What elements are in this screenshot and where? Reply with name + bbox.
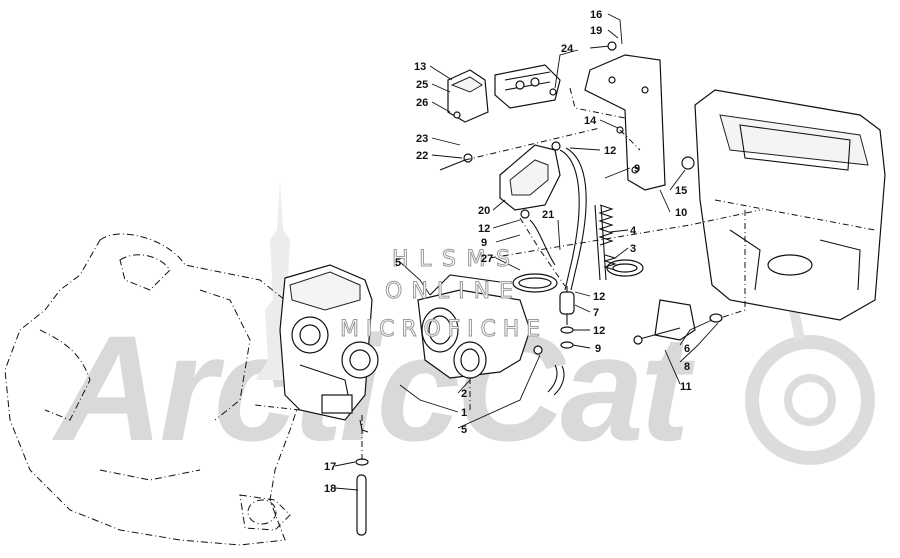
callout-27: 27 bbox=[481, 253, 493, 265]
reference-lines bbox=[254, 87, 761, 462]
air-silencer bbox=[694, 89, 886, 321]
callout-6: 6 bbox=[684, 343, 690, 355]
callout-3: 3 bbox=[630, 243, 636, 255]
fuel-pump bbox=[499, 141, 561, 219]
callout-18: 18 bbox=[324, 483, 336, 495]
coil-module bbox=[447, 69, 489, 123]
drain-tube bbox=[355, 458, 369, 536]
callout-8: 8 bbox=[684, 361, 690, 373]
callout-21: 21 bbox=[542, 209, 554, 221]
callout-25: 25 bbox=[416, 79, 428, 91]
callout-1: 1 bbox=[461, 407, 467, 419]
callout-9a: 9 bbox=[634, 163, 640, 175]
fuel-hoses bbox=[529, 147, 607, 396]
watermark-line3: MICROFICHE bbox=[340, 317, 540, 342]
callout-12c: 12 bbox=[593, 291, 605, 303]
hose-clamps bbox=[512, 259, 644, 293]
callout-4: 4 bbox=[630, 225, 637, 237]
callout-19: 19 bbox=[590, 25, 602, 37]
callout-12a: 12 bbox=[604, 145, 616, 157]
callout-5a: 5 bbox=[395, 257, 401, 269]
callout-5b: 5 bbox=[461, 424, 467, 436]
callout-labels: 16 19 24 13 25 26 14 23 22 12 9 15 10 20… bbox=[324, 9, 692, 495]
callout-15: 15 bbox=[675, 185, 687, 197]
callout-20: 20 bbox=[478, 205, 490, 217]
voltage-regulator bbox=[494, 64, 561, 109]
callout-22: 22 bbox=[416, 150, 428, 162]
callout-12b: 12 bbox=[478, 223, 490, 235]
carburetor-body bbox=[279, 264, 379, 433]
mounting-bracket bbox=[584, 54, 666, 191]
callout-16: 16 bbox=[590, 9, 602, 21]
callout-9b: 9 bbox=[481, 237, 487, 249]
callout-2: 2 bbox=[461, 388, 467, 400]
callout-13: 13 bbox=[414, 61, 426, 73]
callout-10: 10 bbox=[675, 207, 687, 219]
fasteners bbox=[439, 41, 695, 355]
springs bbox=[598, 204, 617, 271]
watermark-brand: ArcticCat bbox=[51, 304, 696, 472]
callout-12d: 12 bbox=[593, 325, 605, 337]
callout-9c: 9 bbox=[595, 343, 601, 355]
callout-7: 7 bbox=[593, 307, 599, 319]
callout-11: 11 bbox=[680, 381, 692, 393]
intake-boot bbox=[417, 274, 531, 379]
choke-bracket bbox=[633, 299, 723, 345]
callout-23: 23 bbox=[416, 133, 428, 145]
callout-26: 26 bbox=[416, 97, 428, 109]
callout-24: 24 bbox=[561, 43, 574, 55]
callout-17: 17 bbox=[324, 461, 336, 473]
callout-14: 14 bbox=[584, 115, 597, 127]
leader-lines bbox=[334, 13, 719, 491]
